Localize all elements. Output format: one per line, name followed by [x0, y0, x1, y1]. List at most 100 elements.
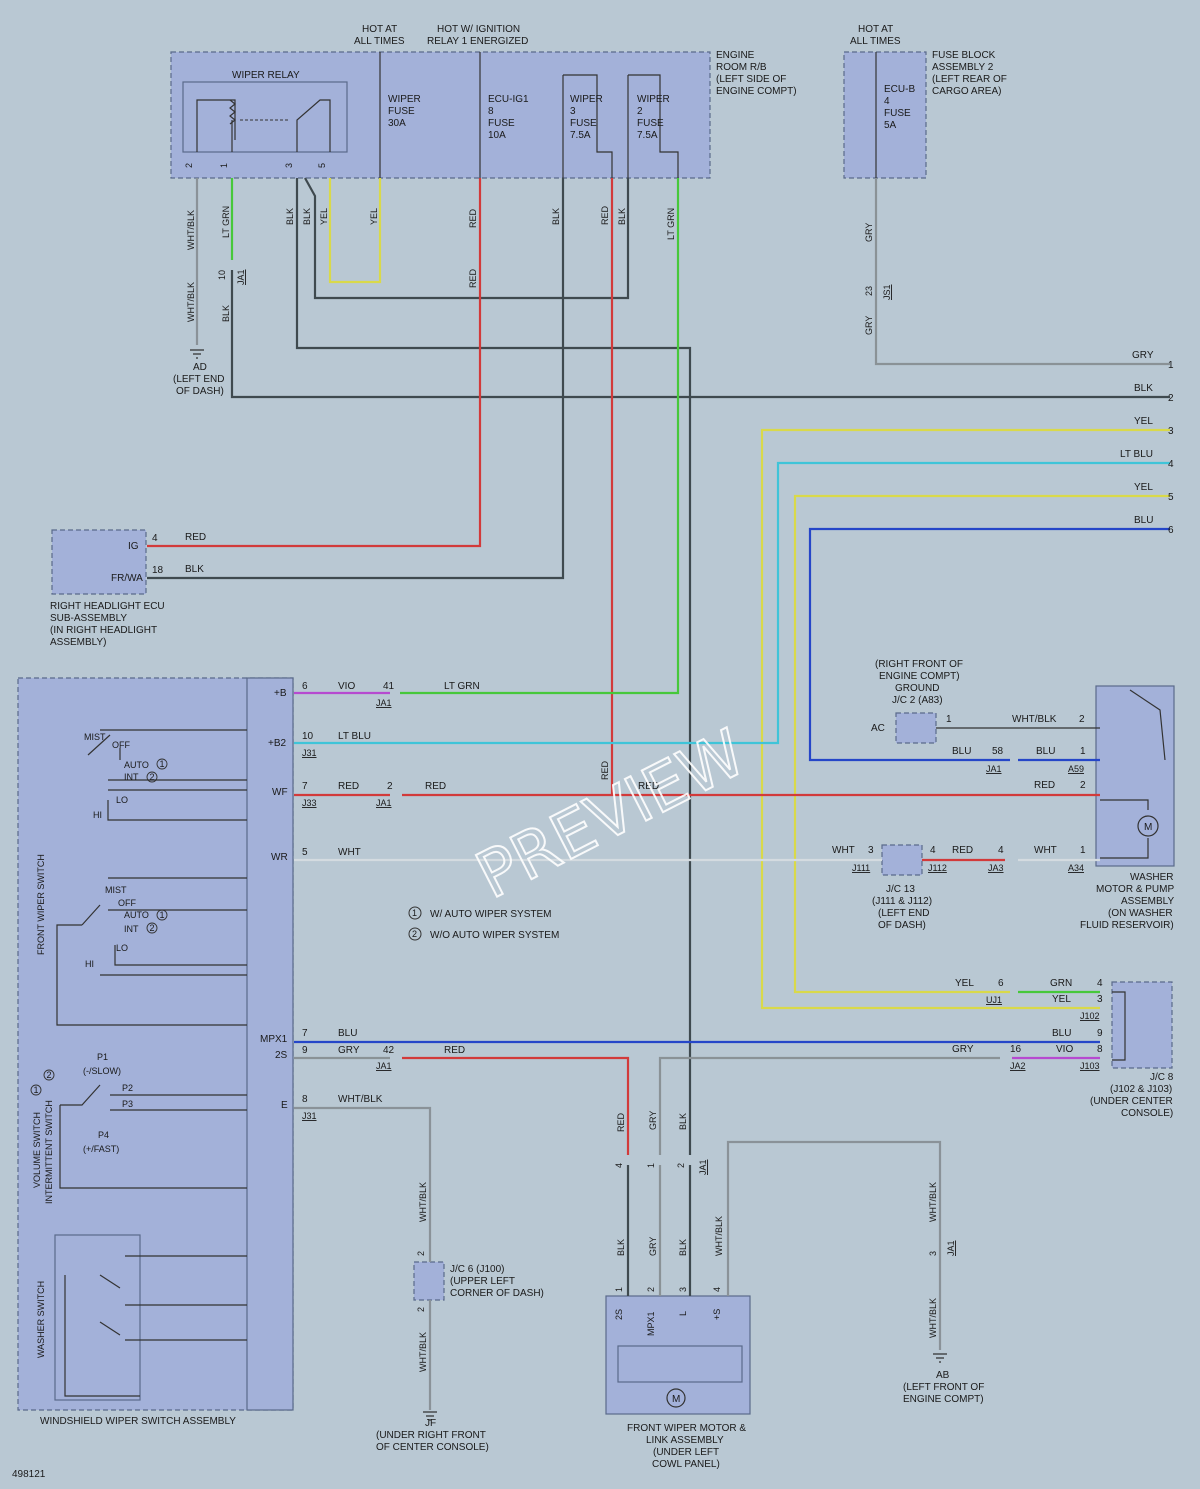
legend-item-1: W/ AUTO WIPER SYSTEM — [430, 909, 552, 920]
note-hot-2: ALL TIMES — [354, 36, 405, 47]
vol-slow: (-/SLOW) — [83, 1066, 121, 1076]
fuse-w2-4: 7.5A — [637, 130, 658, 141]
fws-lo-1: LO — [116, 795, 128, 805]
note-ign-2: RELAY 1 ENERGIZED — [427, 36, 528, 47]
volume-switch-blade — [60, 1084, 101, 1106]
washer-p2-red: 2 — [1080, 780, 1086, 791]
wht-blk-wire-e — [294, 1106, 432, 1262]
wiper-motor-m: M — [672, 1394, 680, 1405]
wm-pin-plus-s: +S — [712, 1309, 722, 1320]
circle-1-a-text: 1 — [160, 759, 165, 769]
washer-switch-loop — [64, 1275, 140, 1397]
out-1-color: GRY — [1132, 350, 1154, 361]
jc8-n16: 16 — [1010, 1044, 1022, 1055]
conn-j31-2: J31 — [302, 1111, 317, 1121]
wire-label-gry-2: GRY — [864, 316, 874, 335]
vol-p1: P1 — [97, 1052, 108, 1062]
wire-label-blk-4: BLK — [551, 208, 561, 225]
jc8-j103: J103 — [1080, 1061, 1100, 1071]
blk-wire-headlight-frwa — [147, 178, 565, 580]
wire-label-gry-1: GRY — [864, 223, 874, 242]
washer-internal-switch — [1129, 689, 1166, 761]
ground-jf-desc-2: OF CENTER CONSOLE) — [376, 1442, 489, 1453]
fuse-ecub-1: ECU-B — [884, 84, 915, 95]
wire-label-wht-blk-2: WHT/BLK — [186, 282, 196, 322]
ab-ja1: JA1 — [946, 1240, 956, 1256]
jc6-connector — [413, 1261, 445, 1301]
switch-num-mpx1: 7 — [302, 1028, 308, 1039]
fuse-w3-1: WIPER — [570, 94, 603, 105]
front-wiper-switch-label: FRONT WIPER SWITCH — [36, 854, 46, 955]
out-6-num: 6 — [1168, 525, 1174, 536]
jc6-wht-blk-1: WHT/BLK — [418, 1182, 428, 1222]
wm-ja1: JA1 — [698, 1159, 708, 1175]
washer-ac: AC — [871, 723, 885, 734]
fuse-block-l2: ASSEMBLY 2 — [932, 62, 994, 73]
blk-wire-to-wiper-motor — [295, 178, 692, 1155]
washer-p1: 1 — [1080, 746, 1086, 757]
circle-1-a — [156, 758, 168, 770]
jc8-yel: YEL — [955, 978, 974, 989]
conn-ja1-top: JA1 — [236, 269, 246, 285]
jc8-n9: 9 — [1097, 1028, 1103, 1039]
headlight-ig-num: 4 — [152, 533, 158, 544]
fuse-w2-2: 2 — [637, 106, 643, 117]
headlight-ig-wire: RED — [185, 532, 206, 543]
wire-label-yel-1: YEL — [319, 208, 329, 225]
jc8-grn: GRN — [1050, 978, 1072, 989]
washer-switch-blade-2 — [99, 1321, 121, 1336]
wiper2-loop — [628, 74, 679, 178]
blu-wire-out-6 — [808, 527, 1170, 762]
wm-pin-l: L — [678, 1311, 688, 1316]
washer-a59: A59 — [1068, 764, 1084, 774]
ground-ab-desc-1: (LEFT FRONT OF — [903, 1382, 984, 1393]
washer-blu-1: BLU — [952, 746, 971, 757]
conn-j33: J33 — [302, 798, 317, 808]
wire-label-lt-grn-2: LT GRN — [666, 208, 676, 240]
headlight-frwa-num: 18 — [152, 565, 164, 576]
wm-label-3: (UNDER LEFT — [653, 1447, 719, 1458]
conn-ja1-wf: JA1 — [376, 798, 392, 808]
relay-pin-2: 2 — [184, 163, 194, 168]
jc8-label-2: (J102 & J103) — [1110, 1084, 1172, 1095]
diagram-id: 498121 — [12, 1469, 46, 1480]
gry-wire-out-1 — [874, 178, 1170, 366]
washer-motor-icon — [1137, 815, 1159, 837]
fuse-ecu-3: FUSE — [488, 118, 515, 129]
wire-label-blk-1: BLK — [221, 305, 231, 322]
wires — [56, 52, 1170, 1410]
wire-label-lt-grn-1: LT GRN — [221, 206, 231, 238]
wire-label-red-2: RED — [468, 268, 478, 288]
ground-jf-desc-1: (UNDER RIGHT FRONT — [376, 1430, 486, 1441]
wm-num-3: 3 — [678, 1287, 688, 1292]
washer-n58: 58 — [992, 746, 1004, 757]
switch-wire-plus-b: VIO — [338, 681, 355, 692]
circle-1-c-text: 1 — [34, 1085, 39, 1095]
switch-num-wr: 5 — [302, 847, 308, 858]
washer-motor-m: M — [1144, 822, 1152, 833]
jc8-connector — [1111, 981, 1173, 1069]
wm-top-2: 2 — [676, 1163, 686, 1168]
fws-common-line — [56, 924, 247, 1026]
engine-room-l1: ENGINE — [716, 50, 755, 61]
switch-num-plus-b: 6 — [302, 681, 308, 692]
fuse-wiper-1: WIPER — [388, 94, 421, 105]
circle-2-b-text: 2 — [150, 923, 155, 933]
conn-j31-1: J31 — [302, 748, 317, 758]
jc6-label-3: CORNER OF DASH) — [450, 1288, 544, 1299]
engine-room-l3: (LEFT SIDE OF — [716, 74, 786, 85]
fuse-wiper-2: FUSE — [388, 106, 415, 117]
jc13-n1: 1 — [1080, 845, 1086, 856]
washer-switch-blade-1 — [99, 1274, 121, 1289]
legend-num-2: 2 — [412, 929, 417, 939]
switch-pin-e: E — [281, 1100, 288, 1111]
fuse-w3-3: FUSE — [570, 118, 597, 129]
switch-pin-wf: WF — [272, 787, 288, 798]
circle-1-b-text: 1 — [160, 910, 165, 920]
switch-pin-mpx1: MPX1 — [260, 1034, 288, 1045]
fuse-w2-3: FUSE — [637, 118, 664, 129]
engine-room-l2: ROOM R/B — [716, 62, 767, 73]
ab-n3: 3 — [928, 1251, 938, 1256]
jc6-n2: 2 — [416, 1251, 426, 1256]
washer-label-2: MOTOR & PUMP — [1096, 884, 1174, 895]
